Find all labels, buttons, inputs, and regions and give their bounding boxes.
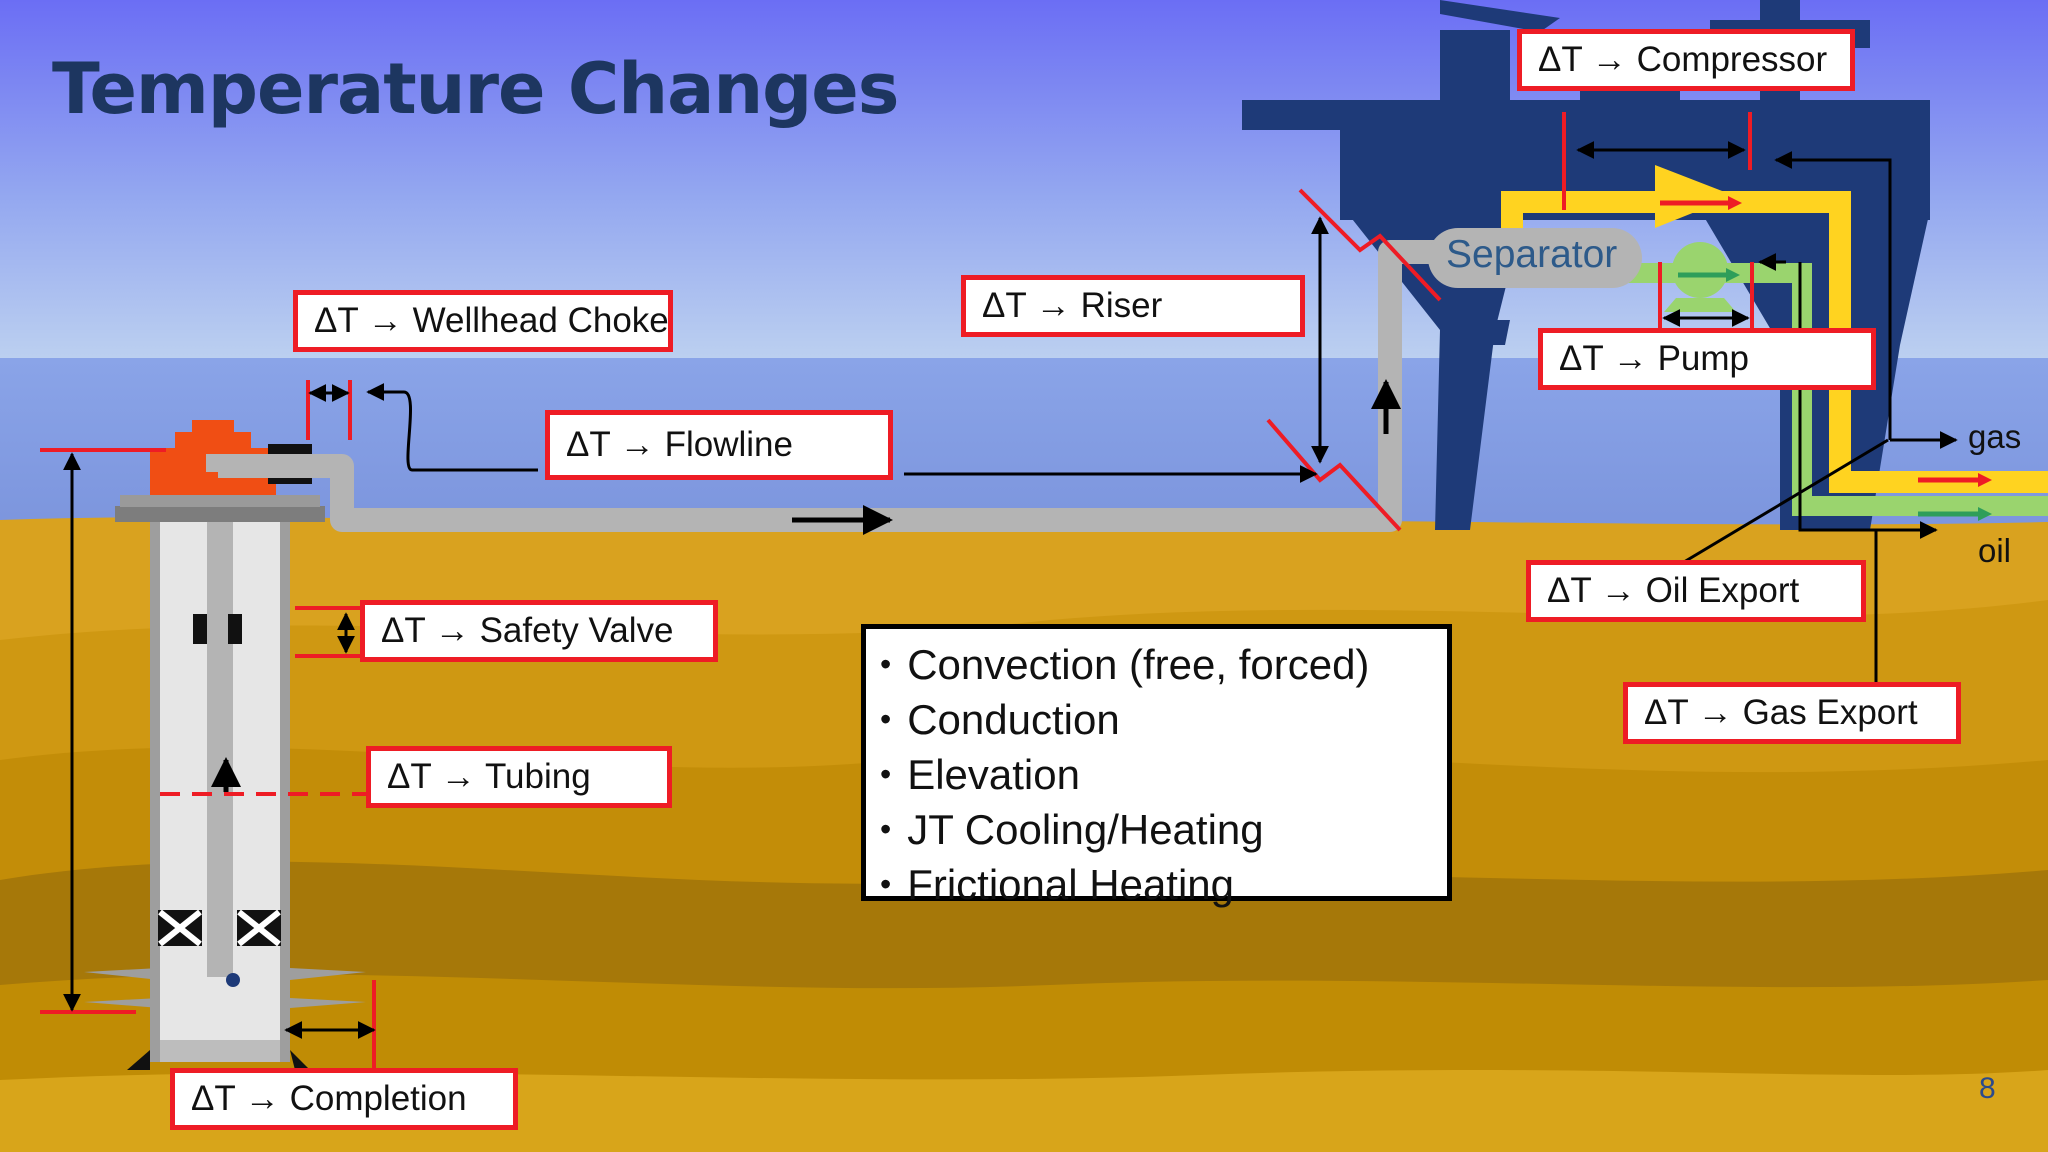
gas-export-label: ΔT → Gas Export	[1623, 682, 1961, 744]
page-number: 8	[1979, 1072, 1996, 1105]
gas-export-arrow-head	[1978, 473, 1992, 487]
wellhead-choke-label: ΔT → Wellhead Choke	[293, 290, 673, 352]
gas-flow-arrow-head	[1728, 196, 1742, 210]
wellhead-pipe-loop	[206, 454, 342, 478]
tubing-label: ΔT → Tubing	[366, 746, 672, 808]
slide-title: Temperature Changes	[52, 48, 899, 130]
oil-export-label: ΔT → Oil Export	[1526, 560, 1866, 622]
oil-flow-arrow-head	[1726, 268, 1740, 282]
flowline-label: ΔT → Flowline	[545, 410, 893, 480]
mechanism-item: Frictional Heating	[880, 859, 1447, 914]
compressor-label: ΔT → Compressor	[1517, 29, 1855, 91]
mechanism-item: Conduction	[880, 694, 1447, 749]
gas-line	[1501, 191, 2048, 493]
pump-label: ΔT → Pump	[1538, 328, 1876, 390]
pump-body	[1672, 242, 1728, 298]
mechanism-item: Elevation	[880, 749, 1447, 804]
pump-base	[1664, 298, 1736, 312]
safety-valve-label: ΔT → Safety Valve	[360, 600, 718, 662]
mechanism-item: Convection (free, forced)	[880, 639, 1447, 694]
heat-transfer-mechanisms-list: Convection (free, forced) Conduction Ele…	[861, 624, 1452, 908]
completion-label: ΔT → Completion	[170, 1068, 518, 1130]
mechanism-item: JT Cooling/Heating	[880, 804, 1447, 859]
separator-label: Separator	[1446, 233, 1618, 276]
gas-label: gas	[1968, 418, 2022, 455]
black-arrows	[63, 141, 1958, 1039]
gas-compressor-wedge	[1655, 165, 1735, 228]
oil-label: oil	[1978, 532, 2012, 569]
oil-export-arrow-head	[1978, 507, 1992, 521]
separator-vessel	[1428, 228, 1642, 288]
riser-label: ΔT → Riser	[961, 275, 1305, 337]
